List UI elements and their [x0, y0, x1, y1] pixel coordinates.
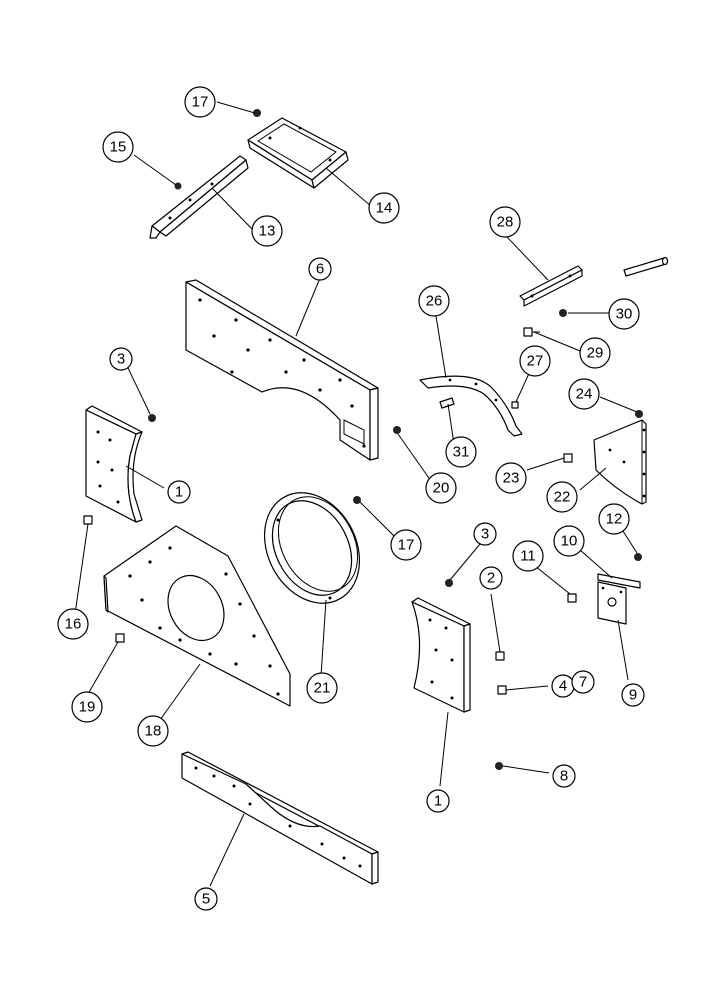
callout-label: 6 — [316, 261, 324, 278]
callout-2: 2 — [479, 566, 503, 590]
callout-label: 10 — [561, 533, 578, 550]
callout-9: 9 — [621, 683, 645, 707]
callout-label: 30 — [616, 306, 633, 323]
callout-label: 5 — [202, 891, 210, 908]
part-18-plate — [103, 525, 291, 707]
callout-3-left: 3 — [109, 347, 133, 371]
callout-label: 17 — [398, 537, 415, 554]
part-26-strap — [419, 375, 523, 437]
part-9-plate — [597, 581, 627, 625]
callout-20: 20 — [425, 472, 457, 504]
callout-5: 5 — [194, 887, 218, 911]
callout-26: 26 — [418, 285, 450, 317]
callout-3-right: 3 — [473, 522, 497, 546]
callout-label: 3 — [481, 526, 489, 543]
part-14-tray — [247, 117, 349, 189]
callout-label: 24 — [576, 386, 593, 403]
callout-17-top: 17 — [184, 86, 216, 118]
callout-label: 26 — [426, 293, 443, 310]
callout-label: 28 — [497, 214, 514, 231]
callout-label: 20 — [433, 480, 450, 497]
callout-1-left: 1 — [167, 480, 191, 504]
callout-6: 6 — [308, 257, 332, 281]
callout-label: 7 — [579, 674, 587, 691]
hardware — [83, 109, 643, 770]
pin-rod — [623, 256, 669, 277]
callout-18: 18 — [137, 715, 169, 747]
callout-label: 21 — [314, 680, 331, 697]
callout-10: 10 — [553, 525, 585, 557]
callout-8: 8 — [552, 764, 576, 788]
callout-label: 18 — [145, 723, 162, 740]
callout-label: 14 — [376, 200, 393, 217]
callout-label: 16 — [65, 616, 82, 633]
part-28-bar — [519, 265, 583, 307]
callout-15: 15 — [102, 131, 134, 163]
callout-4: 4 — [551, 674, 575, 698]
callout-label: 31 — [453, 444, 470, 461]
callout-16: 16 — [57, 608, 89, 640]
callout-19: 19 — [71, 691, 103, 723]
callout-7: 7 — [571, 670, 595, 694]
callout-label: 19 — [79, 699, 96, 716]
callout-label: 13 — [259, 223, 276, 240]
callout-label: 12 — [606, 511, 623, 528]
callout-17-mid: 17 — [390, 529, 422, 561]
part-1-plate-left — [85, 405, 143, 523]
part-10-strip — [597, 573, 641, 589]
part-5-beam — [181, 751, 379, 885]
part-31-clip — [439, 397, 455, 409]
callout-13: 13 — [251, 215, 283, 247]
callout-23: 23 — [495, 462, 527, 494]
callout-24: 24 — [568, 378, 600, 410]
part-13-bracket — [149, 155, 249, 239]
part-22-plate — [593, 419, 647, 505]
callout-21: 21 — [306, 672, 338, 704]
part-6-panel — [185, 279, 379, 461]
callout-label: 29 — [587, 345, 604, 362]
callout-22: 22 — [546, 481, 578, 513]
callout-label: 1 — [175, 484, 183, 501]
callout-27: 27 — [519, 345, 551, 377]
callout-label: 3 — [117, 351, 125, 368]
callout-12: 12 — [598, 503, 630, 535]
callout-30: 30 — [608, 298, 640, 330]
callout-label: 22 — [554, 489, 571, 506]
part-21-ring — [263, 492, 361, 604]
callout-label: 27 — [527, 353, 544, 370]
callout-label: 2 — [487, 570, 495, 587]
part-1-plate-right — [411, 597, 471, 713]
callout-28: 28 — [489, 206, 521, 238]
callout-label: 11 — [520, 548, 536, 565]
callout-label: 15 — [110, 139, 127, 156]
callout-label: 9 — [629, 687, 637, 704]
callout-11: 11 — [512, 540, 544, 572]
callout-label: 23 — [503, 470, 520, 487]
callout-1-right: 1 — [426, 789, 450, 813]
callout-14: 14 — [368, 192, 400, 224]
callout-label: 8 — [560, 768, 568, 785]
callout-29: 29 — [579, 337, 611, 369]
callout-31: 31 — [445, 436, 477, 468]
callout-label: 17 — [192, 94, 209, 111]
callout-label: 1 — [434, 793, 442, 810]
callout-label: 4 — [559, 678, 567, 695]
leader-lines — [74, 101, 638, 887]
